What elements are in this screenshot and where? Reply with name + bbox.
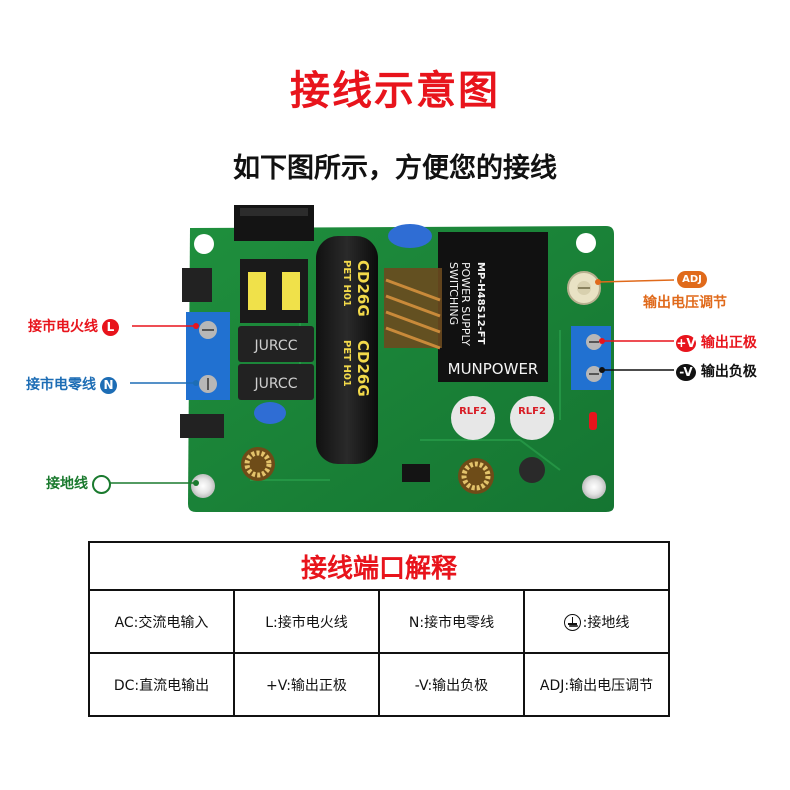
inductor-1 bbox=[238, 326, 314, 362]
page-title: 接线示意图 bbox=[290, 68, 500, 114]
adj-callout-line bbox=[597, 279, 675, 283]
output-cap-1-mark: RLF2 bbox=[459, 406, 487, 417]
y-capacitor bbox=[254, 402, 286, 424]
pos-callout-text: 输出正极 bbox=[700, 335, 757, 351]
ground-callout-text: 接地线 bbox=[46, 476, 88, 492]
module-model: MP-H48S12-FT bbox=[475, 262, 486, 345]
mount-hole bbox=[576, 233, 596, 253]
adj-callout-text: 输出电压调节 bbox=[643, 295, 727, 311]
module-brand: MUNPOWER bbox=[448, 360, 539, 378]
neg-callout-text: 输出负极 bbox=[700, 364, 757, 380]
led bbox=[589, 412, 597, 430]
mount-hole-pe1 bbox=[582, 475, 606, 499]
output-cap-1 bbox=[451, 396, 495, 440]
adj-callout-badge-wrap: ADJ bbox=[677, 271, 707, 288]
inductor-2-label: JURCC bbox=[254, 376, 298, 392]
cap-mark-1: CD26G bbox=[354, 260, 372, 317]
inductor-2 bbox=[238, 364, 314, 400]
table-cell: -V:输出负极 bbox=[378, 652, 525, 717]
module-line-1: SWITCHING bbox=[447, 262, 460, 325]
adj-badge: ADJ bbox=[677, 271, 707, 288]
neg-callout: -V 输出负极 bbox=[676, 361, 757, 381]
table-cell: L:接市电火线 bbox=[233, 589, 380, 654]
ground-cell-text: :接地线 bbox=[582, 614, 630, 631]
ground-symbol-icon bbox=[563, 614, 581, 631]
mount-hole bbox=[194, 234, 214, 254]
page-subtitle: 如下图所示，方便您的接线 bbox=[233, 153, 557, 184]
cap-sub-2: PET H01 bbox=[341, 340, 352, 387]
ports-table: 接线端口解释 AC:交流电输入 L:接市电火线 N:接市电零线 :接地线 DC:… bbox=[88, 541, 670, 717]
electrolytic-capacitor bbox=[316, 236, 378, 464]
fuse bbox=[182, 268, 212, 302]
table-cell: +V:输出正极 bbox=[233, 652, 380, 717]
ground-symbol-icon bbox=[92, 474, 111, 494]
table-cell: ADJ:输出电压调节 bbox=[523, 652, 670, 717]
pos-badge: +V bbox=[676, 334, 696, 352]
neg-badge: -V bbox=[676, 363, 696, 381]
neutral-callout-text: 接市电零线 bbox=[26, 377, 96, 393]
ground-callout: 接地线 bbox=[46, 473, 111, 494]
ports-table-title: 接线端口解释 bbox=[88, 541, 670, 591]
cap-sub-1: PET H01 bbox=[341, 260, 352, 307]
small-capacitor bbox=[519, 457, 545, 483]
pcb-board-illustration: JURCC JURCC CD26G CD26G PET H01 PET H01 … bbox=[110, 205, 675, 512]
mount-hole-pe2 bbox=[191, 474, 215, 498]
neutral-badge: N bbox=[100, 376, 117, 394]
table-cell: DC:直流电输出 bbox=[88, 652, 235, 717]
output-cap-2-mark: RLF2 bbox=[518, 406, 546, 417]
pos-callout: +V 输出正极 bbox=[676, 332, 757, 352]
live-badge: L bbox=[102, 318, 119, 336]
live-callout-text: 接市电火线 bbox=[28, 319, 98, 335]
table-cell-ground: :接地线 bbox=[523, 589, 670, 654]
varistor bbox=[180, 414, 224, 438]
inductor-1-label: JURCC bbox=[254, 338, 298, 354]
table-cell: N:接市电零线 bbox=[378, 589, 525, 654]
module-line-2: POWER SUPPLY bbox=[459, 262, 472, 346]
table-cell: AC:交流电输入 bbox=[88, 589, 235, 654]
y-capacitor bbox=[388, 224, 432, 248]
cap-mark-2: CD26G bbox=[354, 340, 372, 397]
output-cap-2 bbox=[510, 396, 554, 440]
optocoupler bbox=[402, 464, 430, 482]
